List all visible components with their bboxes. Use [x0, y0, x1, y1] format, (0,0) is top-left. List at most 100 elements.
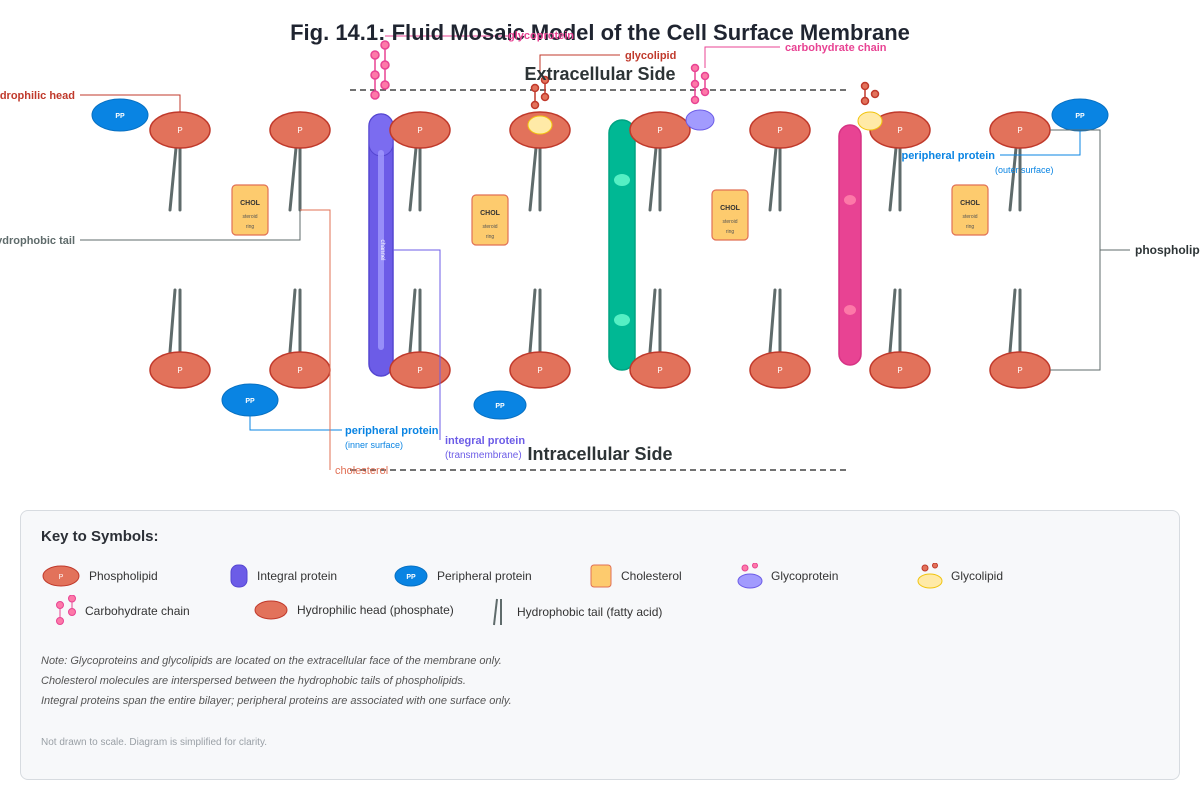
fatty-acid-tail [528, 146, 538, 212]
fatty-acid-tail [648, 146, 658, 212]
phosphate-label: P [897, 366, 902, 375]
steroid-text: steroid [482, 224, 497, 230]
integral-protein-pink [838, 124, 862, 366]
pp-text: PP [495, 403, 505, 410]
glycoprotein-label: glycoprotein [508, 30, 574, 42]
phosphate-head: P [629, 111, 691, 149]
cholesterol-icon [590, 564, 612, 588]
carbohydrate-chain [530, 75, 550, 110]
fatty-acid-tail [1008, 288, 1017, 354]
key-item-carbohydrate-chain: Carbohydrate chain [51, 595, 190, 627]
phosphate-label: P [777, 126, 782, 135]
glycolipid-icon [917, 563, 943, 589]
phosphate-head: P [869, 351, 931, 389]
key-item-hydrophilic-head: Hydrophilic head (phosphate) [253, 597, 454, 623]
key-label: Glycolipid [951, 569, 1004, 583]
key-label: Peripheral protein [437, 569, 532, 583]
ring-text: ring [726, 229, 735, 235]
peripheral-protein: PP [1051, 98, 1109, 132]
key-note: Note: Glycoproteins and glycolipids are … [41, 655, 502, 667]
phosphate-label: P [1017, 366, 1022, 375]
fatty-acid-tail [528, 288, 537, 354]
key-panel: Key to Symbols: P Phospholipid Integral … [20, 510, 1180, 780]
phosphate-label: P [657, 366, 662, 375]
glycolipid-mark [857, 111, 883, 131]
carbohydrate-chain-icon [56, 595, 76, 625]
chol-text: CHOL [480, 210, 501, 217]
peripheral-inner-label: peripheral protein [345, 425, 439, 437]
key-item-peripheral-protein: PP Peripheral protein [393, 563, 532, 589]
intracellular-label: Intracellular Side [527, 444, 672, 464]
integral-protein-icon [230, 564, 248, 588]
phospholipid-label: phospholipid [1135, 243, 1200, 257]
key-item-integral-protein: Integral protein [229, 563, 337, 589]
key-label: Integral protein [257, 569, 338, 583]
phosphate-label: P [177, 126, 182, 135]
phosphate-label: P [897, 126, 902, 135]
phosphate-head: P [749, 111, 811, 149]
cholesterol-molecules: CHOLsteroidringCHOLsteroidringCHOLsteroi… [231, 184, 989, 246]
fatty-acid-tail [288, 288, 297, 354]
phosphate-head: P [389, 351, 451, 389]
phosphate-head: P [389, 111, 451, 149]
ring-text: ring [486, 234, 495, 240]
figure-title: Fig. 14.1: Fluid Mosaic Model of the Cel… [290, 20, 910, 45]
carbohydrate-chain [860, 81, 880, 106]
key-item-phospholipid: P Phospholipid [41, 563, 158, 589]
peripheral-protein: PP [221, 383, 279, 417]
footnote: Not drawn to scale. Diagram is simplifie… [41, 737, 267, 748]
integral-protein-sublabel: (transmembrane) [445, 450, 522, 461]
fatty-acid-tail [888, 146, 898, 212]
fatty-acid-tail [768, 288, 777, 354]
phosphate-head: P [269, 351, 331, 389]
phosphate-label: P [657, 126, 662, 135]
key-item-glycolipid: Glycolipid [917, 563, 1003, 589]
hydrophilic-head-icon [254, 600, 288, 620]
peripheral-protein: PP [473, 390, 527, 420]
fatty-acid-tail [768, 146, 778, 212]
cholesterol-label: cholesterol [335, 465, 388, 477]
fatty-acid-tail [288, 146, 298, 212]
carbohydrate-chain [370, 40, 390, 100]
key-label: Cholesterol [621, 569, 682, 583]
key-item-glycoprotein: Glycoprotein [737, 563, 838, 589]
cholesterol-molecule: CHOL steroid ring [471, 194, 509, 246]
phosphate-head: P [629, 351, 691, 389]
chol-text: CHOL [720, 205, 741, 212]
hydrophobic-tails [168, 146, 1022, 354]
fatty-acid-tail [648, 288, 657, 354]
phosphate-head: P [149, 351, 211, 389]
phosphate-head: P [989, 351, 1051, 389]
peripheral-inner-sublabel: (inner surface) [345, 440, 403, 450]
fatty-acid-tail [408, 288, 417, 354]
phosphate-head: P [149, 111, 211, 149]
fatty-acid-tail [168, 146, 178, 212]
phosphate-glyph: P [59, 574, 64, 581]
key-title: Key to Symbols: [41, 528, 159, 545]
key-item-hydrophobic-tail: Hydrophobic tail (fatty acid) [489, 597, 662, 627]
key-label: Hydrophobic tail (fatty acid) [517, 605, 663, 619]
peripheral-protein: PP [91, 98, 149, 132]
pp-text: PP [115, 113, 125, 120]
extracellular-label: Extracellular Side [524, 64, 675, 84]
phosphate-label: P [417, 126, 422, 135]
glycoprotein-icon [737, 563, 763, 589]
ring-text: ring [246, 224, 255, 230]
phospholipid-icon: P [42, 565, 80, 587]
key-label: Glycoprotein [771, 569, 839, 583]
fatty-acid-tail [408, 146, 418, 212]
key-label: Phospholipid [89, 569, 158, 583]
carbohydrate-chain [690, 63, 710, 105]
key-item-cholesterol: Cholesterol [589, 563, 682, 589]
integral-protein-label: integral protein [445, 435, 525, 447]
phosphate-head: P [989, 111, 1051, 149]
carbohydrate-chain-label: carbohydrate chain [785, 42, 887, 54]
peripheral-outer-sublabel: (outer surface) [995, 165, 1054, 175]
membrane-diagram: CHOLsteroidringCHOLsteroidringCHOLsteroi… [0, 20, 1200, 477]
steroid-text: steroid [242, 214, 257, 220]
integral-protein-green [608, 119, 636, 371]
phosphate-head: P [749, 351, 811, 389]
glycoprotein-mark [685, 109, 715, 131]
